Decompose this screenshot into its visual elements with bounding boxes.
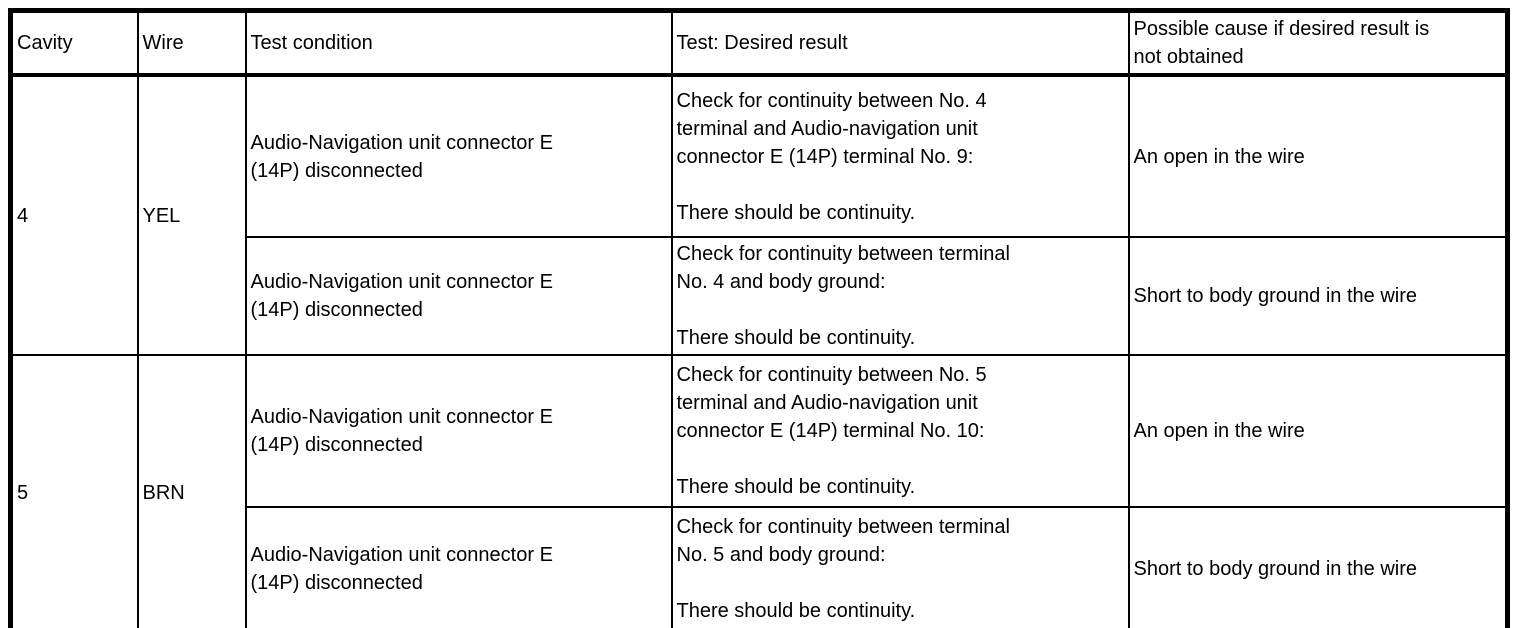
table-row-cavity4-test1: 4 YEL Audio-Navigation unit connector E … [9,74,1509,356]
table-row-cavity5-test1: 5 BRN Audio-Navigation unit connector E … [9,354,1509,628]
header-wire: Wire [136,9,247,77]
cavity-5-cell: 5 [9,354,139,628]
wire-test-table: Cavity Wire Test condition Test: Desired… [8,8,1510,628]
test-condition-cell: Audio-Navigation unit connector E (14P) … [244,74,673,238]
header-possible-cause: Possible cause if desired result is not … [1127,9,1509,77]
header-test-desired-result: Test: Desired result [670,9,1130,77]
possible-cause-cell: An open in the wire [1127,74,1509,238]
possible-cause-cell: Short to body ground in the wire [1127,506,1509,628]
test-condition-cell: Audio-Navigation unit connector E (14P) … [244,236,673,356]
test-desired-result-cell: Check for continuity between No. 4 termi… [670,74,1130,238]
wire-yel-cell: YEL [136,74,247,356]
possible-cause-cell: An open in the wire [1127,354,1509,508]
test-condition-cell: Audio-Navigation unit connector E (14P) … [244,506,673,628]
test-desired-result-cell: Check for continuity between terminal No… [670,506,1130,628]
wire-brn-cell: BRN [136,354,247,628]
header-cavity: Cavity [9,9,139,77]
test-desired-result-cell: Check for continuity between terminal No… [670,236,1130,356]
table-row-cavity4-test2: Audio-Navigation unit connector E (14P) … [11,236,1509,356]
test-desired-result-cell: Check for continuity between No. 5 termi… [670,354,1130,508]
cavity-4-cell: 4 [9,74,139,356]
table-header-row: Cavity Wire Test condition Test: Desired… [9,9,1509,77]
header-test-condition: Test condition [244,9,673,77]
table-row-cavity5-test2: Audio-Navigation unit connector E (14P) … [11,506,1509,628]
possible-cause-cell: Short to body ground in the wire [1127,236,1509,356]
test-condition-cell: Audio-Navigation unit connector E (14P) … [244,354,673,508]
